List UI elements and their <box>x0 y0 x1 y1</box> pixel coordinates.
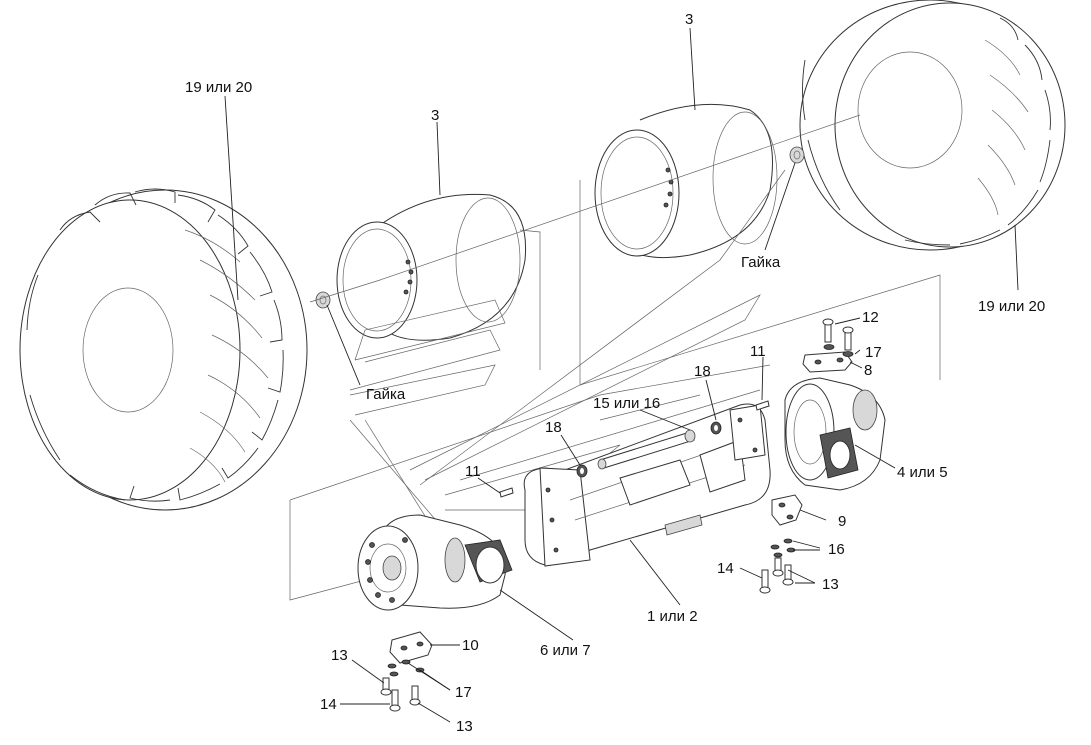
label-nut-right: Гайка <box>741 254 781 271</box>
label-nut-left: Гайка <box>366 386 406 403</box>
label-bolt-left-upper: 13 <box>331 647 348 664</box>
label-bolt-long-right: 14 <box>717 560 734 577</box>
top-cover <box>802 351 853 373</box>
label-housing: 1 или 2 <box>647 608 698 625</box>
right-nut <box>789 146 805 164</box>
label-bracket-left: 10 <box>462 637 479 654</box>
left-nut <box>315 291 331 309</box>
label-bracket-right: 9 <box>838 513 846 530</box>
left-tire <box>19 188 308 511</box>
left-bolts <box>380 677 421 712</box>
label-final-drive-left: 6 или 7 <box>540 642 591 659</box>
shaft <box>597 429 696 470</box>
label-pin-right: 11 <box>750 343 766 360</box>
pin-right <box>755 400 770 411</box>
right-bracket <box>771 494 803 526</box>
label-bolt-right: 13 <box>822 576 839 593</box>
left-washers <box>387 659 425 677</box>
right-tire <box>799 0 1066 251</box>
label-washers-right: 16 <box>828 541 845 558</box>
label-tire-right: 19 или 20 <box>978 298 1045 315</box>
label-rim-right: 3 <box>685 11 693 28</box>
seal-left <box>576 464 588 478</box>
leader-lines <box>224 27 1019 723</box>
right-rim <box>594 103 778 259</box>
top-bolts <box>822 318 854 351</box>
label-final-drive-right: 4 или 5 <box>897 464 948 481</box>
seal-right <box>710 421 722 435</box>
label-washers-top: 17 <box>865 344 882 361</box>
left-rim <box>336 193 527 341</box>
right-final-drive <box>784 377 886 491</box>
pin-left <box>499 487 514 498</box>
callout-labels: 19 или 20 3 3 19 или 20 Гайка Гайка 12 1… <box>185 11 1045 735</box>
left-final-drive <box>357 514 513 611</box>
label-shaft: 15 или 16 <box>593 395 660 412</box>
label-bolt-left-lower: 13 <box>456 718 473 735</box>
label-seal-left: 18 <box>545 419 562 436</box>
axle-housing <box>523 403 771 567</box>
top-washers <box>823 344 854 357</box>
label-pin-left: 11 <box>465 463 481 480</box>
label-bolt-top: 12 <box>862 309 879 326</box>
label-rim-left: 3 <box>431 107 439 124</box>
right-bolts <box>759 557 794 594</box>
left-bracket <box>389 631 433 664</box>
label-washers-left: 17 <box>455 684 472 701</box>
right-washers <box>770 538 796 558</box>
label-seal-right: 18 <box>694 363 711 380</box>
label-bolt-long-left: 14 <box>320 696 337 713</box>
label-tire-left: 19 или 20 <box>185 79 252 96</box>
label-cover-top: 8 <box>864 362 872 379</box>
